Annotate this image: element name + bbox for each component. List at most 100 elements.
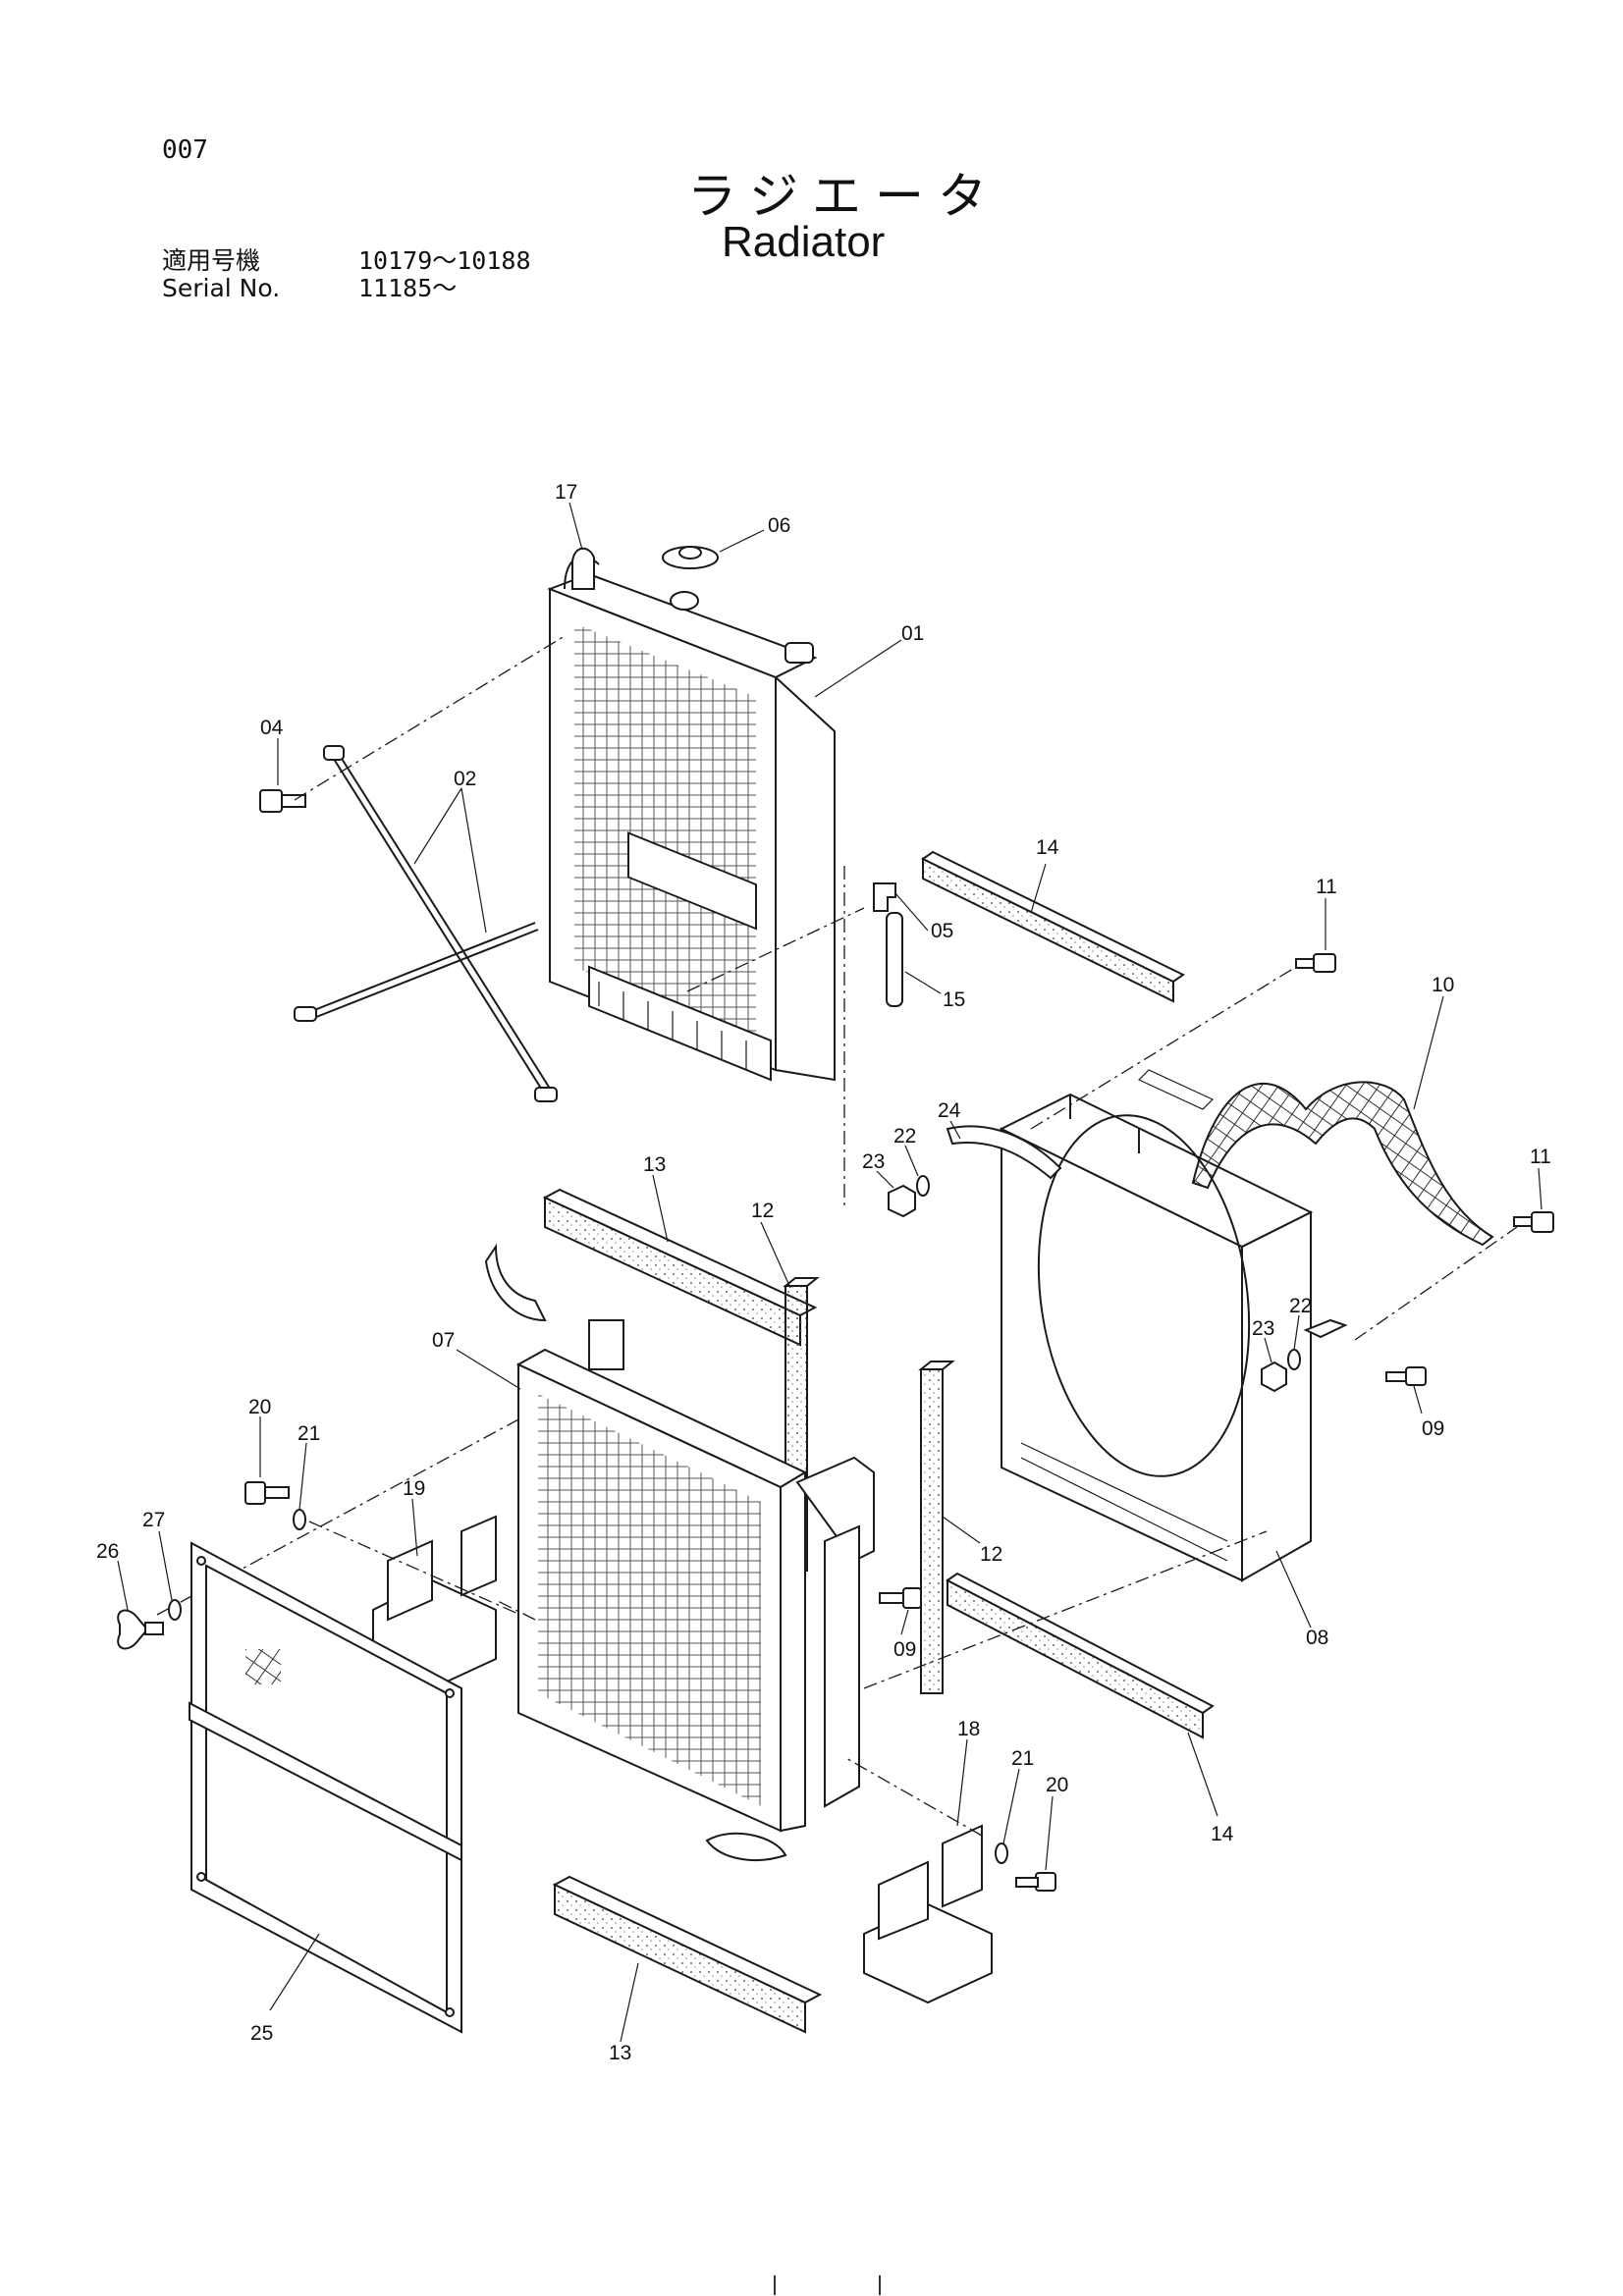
callout-05: 05 (894, 892, 953, 942)
washer-21-left (293, 1509, 306, 1530)
svg-text:14: 14 (1036, 836, 1059, 859)
svg-text:10: 10 (1432, 974, 1454, 996)
callout-01: 01 (814, 622, 924, 698)
callout-21-right: 21 (1002, 1747, 1034, 1844)
callout-27: 27 (142, 1509, 173, 1601)
page-title-japanese: ラジエータ (687, 168, 1001, 225)
svg-text:25: 25 (250, 2022, 273, 2045)
callout-09-right: 09 (1413, 1385, 1444, 1440)
callout-22-right: 22 (1289, 1295, 1312, 1351)
svg-text:23: 23 (1252, 1317, 1274, 1340)
bracket-tab (1303, 1318, 1348, 1339)
callout-21-left: 21 (298, 1422, 320, 1511)
callout-13-lower: 13 (609, 1962, 639, 2064)
svg-text:23: 23 (862, 1150, 885, 1173)
callout-11-right: 11 (1530, 1146, 1551, 1210)
svg-text:20: 20 (1046, 1774, 1068, 1796)
fan-guard-mesh (1191, 1081, 1494, 1247)
washer-22-upper (916, 1175, 930, 1197)
svg-text:09: 09 (893, 1638, 916, 1661)
callout-24: 24 (938, 1099, 961, 1140)
radiator-stay-rods (294, 745, 558, 1102)
svg-text:13: 13 (609, 2042, 631, 2064)
svg-text:22: 22 (1289, 1295, 1312, 1317)
callout-18: 18 (956, 1718, 980, 1827)
svg-text:06: 06 (768, 514, 790, 537)
svg-text:27: 27 (142, 1509, 165, 1531)
wing-bolt (117, 1609, 164, 1650)
footer-tick-left (774, 2275, 776, 2295)
svg-text:22: 22 (893, 1125, 916, 1148)
svg-text:01: 01 (901, 622, 924, 645)
washer-22-right (1287, 1349, 1301, 1370)
washer-27 (168, 1599, 182, 1621)
callout-07: 07 (432, 1329, 521, 1390)
mount-bracket-18 (863, 1824, 993, 2004)
svg-text:12: 12 (980, 1543, 1002, 1566)
bolt-11-right (1513, 1211, 1554, 1233)
callouts: 01 02 04 05 06 07 08 09 09 10 11 11 12 1… (96, 481, 1551, 2064)
callout-19: 19 (403, 1477, 425, 1557)
seal-block-upper (542, 1188, 818, 1347)
svg-text:09: 09 (1422, 1417, 1444, 1440)
callout-26: 26 (96, 1540, 129, 1611)
svg-text:20: 20 (248, 1396, 271, 1418)
svg-text:21: 21 (1011, 1747, 1034, 1770)
bolt-09-left (879, 1587, 922, 1609)
serial-label: Serial No. (162, 274, 281, 302)
svg-text:11: 11 (1316, 876, 1337, 898)
page-title: Radiator (722, 218, 886, 266)
callout-09-left: 09 (893, 1609, 916, 1661)
svg-text:04: 04 (260, 717, 284, 739)
upper-hose (571, 547, 595, 590)
svg-text:19: 19 (403, 1477, 425, 1500)
callout-02: 02 (413, 768, 487, 934)
seal-strip-upper (921, 850, 1185, 1003)
callout-20-right: 20 (1045, 1774, 1068, 1871)
serial-label-japanese: 適用号機 (162, 246, 261, 275)
svg-text:18: 18 (957, 1718, 980, 1740)
seal-vertical-right (918, 1361, 955, 1694)
elbow-fitting (873, 882, 896, 912)
callout-14-upper: 14 (1030, 836, 1059, 914)
callout-11-upper: 11 (1316, 876, 1337, 950)
seal-block-lower (552, 1875, 823, 2034)
clamp-bracket (946, 1125, 1062, 1180)
radiator-core (547, 556, 836, 1082)
callout-04: 04 (260, 717, 284, 785)
svg-text:02: 02 (454, 768, 476, 790)
svg-text:08: 08 (1306, 1627, 1328, 1649)
callout-10: 10 (1413, 974, 1454, 1110)
callout-08: 08 (1275, 1550, 1328, 1649)
front-screen-panel (189, 1541, 462, 2034)
callout-20-left: 20 (248, 1396, 271, 1477)
callout-13-upper: 13 (643, 1153, 669, 1243)
seal-strip-lower (946, 1572, 1215, 1739)
bolt-20-right (1015, 1872, 1056, 1892)
washer-21-right (995, 1842, 1008, 1864)
serial-range-japanese: 10179～10188 (358, 246, 531, 275)
bolt-20-left (244, 1481, 290, 1505)
fan-shroud (999, 1069, 1314, 1582)
footer-tick-right (879, 2275, 881, 2295)
bolt-04 (259, 789, 306, 813)
svg-text:11: 11 (1530, 1146, 1551, 1168)
nut-23-right (1261, 1361, 1287, 1393)
svg-text:17: 17 (555, 481, 577, 504)
callout-25: 25 (250, 1933, 320, 2045)
nut-23-upper (888, 1184, 916, 1218)
svg-text:13: 13 (643, 1153, 666, 1176)
callout-14-lower: 14 (1187, 1732, 1234, 1845)
radiator-cap (662, 546, 719, 611)
serial-row: Serial No.11185～ (162, 275, 457, 302)
callout-15: 15 (904, 971, 965, 1011)
svg-text:24: 24 (938, 1099, 961, 1122)
page-number: 007 (162, 135, 208, 165)
callout-23-right: 23 (1252, 1317, 1274, 1363)
callout-22-upper: 22 (893, 1125, 919, 1177)
svg-text:07: 07 (432, 1329, 455, 1352)
svg-text:05: 05 (931, 920, 953, 942)
callout-06: 06 (719, 514, 790, 553)
coolant-hose (886, 912, 903, 1007)
